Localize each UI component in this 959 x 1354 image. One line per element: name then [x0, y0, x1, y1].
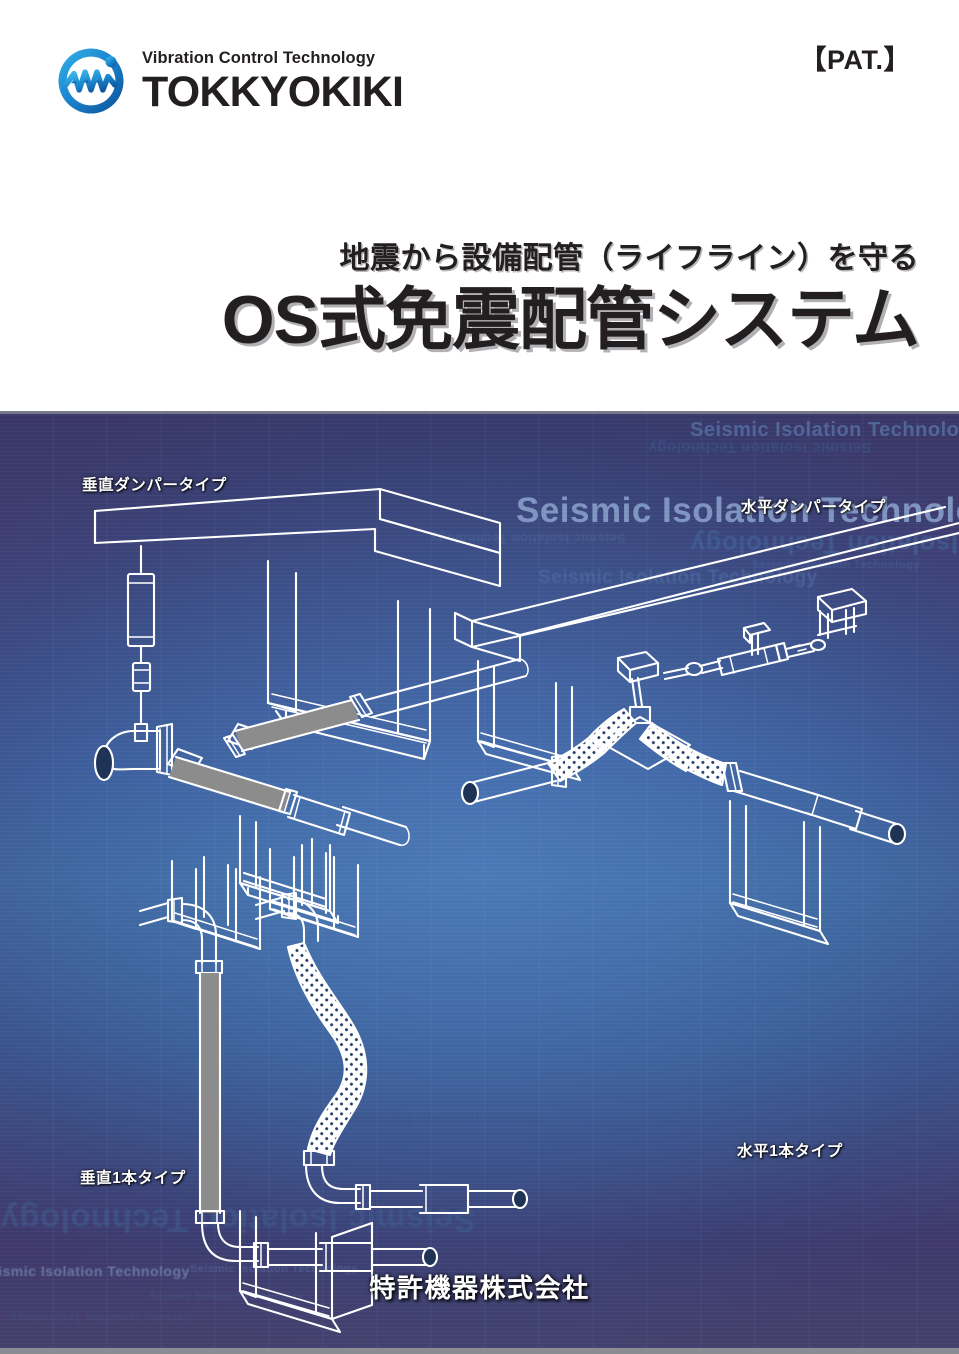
company-logo: Vibration Control Technology TOKKYOKIKI — [54, 44, 404, 118]
patent-badge: 【PAT.】 — [799, 45, 911, 75]
watermark-text: Seismic Isolation Technology — [538, 567, 818, 588]
page-subtitle: 地震から設備配管（ライフライン）を守る — [339, 242, 919, 275]
page-title: OS式免震配管システム — [221, 281, 920, 358]
company-name-footer: 特許機器株式会社 — [369, 1273, 590, 1303]
logo-tagline: Vibration Control Technology — [142, 49, 376, 68]
watermark-text: Seismic Isolation Technology — [648, 439, 872, 456]
title-group: 地震から設備配管（ライフライン）を守る OS式免震配管システム — [221, 240, 920, 358]
panel-top-rule — [0, 411, 959, 414]
label-horizontal-single-type: 水平1本タイプ — [737, 1143, 843, 1160]
watermark-text: Seismic Isolation Technology — [690, 530, 959, 560]
tokkyokiki-wave-circle-logo-icon — [58, 48, 124, 114]
watermark-text: Seismic Isolation Technology — [600, 607, 754, 618]
label-vertical-damper-type: 垂直ダンパータイプ — [82, 477, 227, 494]
logo-text: Vibration Control Technology TOKKYOKIKI — [142, 48, 404, 116]
watermark-text: Seismic Isolation Technology — [430, 531, 626, 546]
label-vertical-single-type: 垂直1本タイプ — [80, 1170, 186, 1187]
watermark-text: Seismic Isolation Technology — [560, 1231, 714, 1242]
header-band: Vibration Control Technology TOKKYOKIKI … — [0, 0, 959, 411]
watermark-text: Seismic Isolation Technology — [0, 1202, 476, 1239]
label-horizontal-damper-type: 水平ダンパータイプ — [741, 499, 886, 516]
watermark-text: Seismic Isolation Technology — [330, 1111, 540, 1127]
logo-wordmark: TOKKYOKIKI — [142, 67, 404, 116]
watermark-text: Seismic Isolation Technology — [690, 419, 959, 441]
watermark-text: Seismic Isolation Technology — [10, 1311, 192, 1325]
page-bottom-rule — [0, 1348, 959, 1354]
watermark-text: Seismic Isolation Technology — [516, 491, 959, 530]
watermark-text: Seismic Isolation Technology — [752, 559, 920, 571]
